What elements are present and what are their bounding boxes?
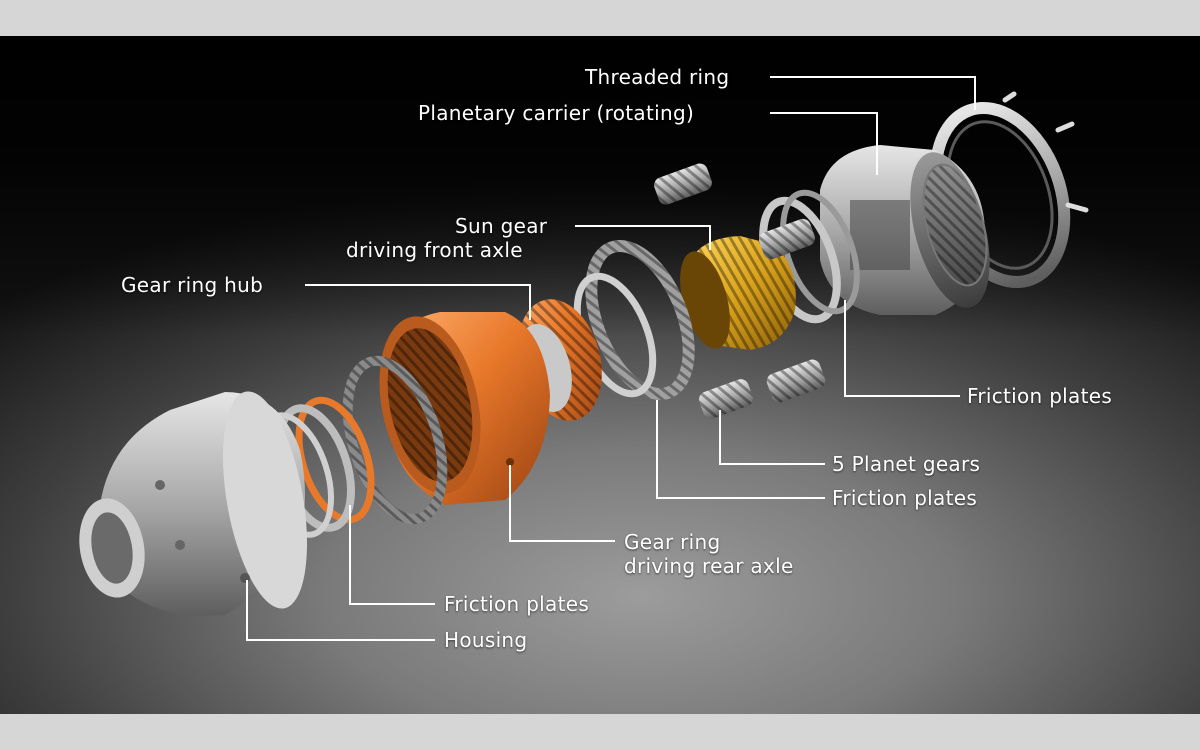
leader-friction-plates-left — [349, 505, 435, 605]
leader-planetary-carrier — [770, 112, 878, 175]
planetary-carrier — [820, 145, 990, 315]
diagram-canvas: Threaded ring Planetary carrier (rotatin… — [0, 36, 1200, 714]
leader-planet-gears — [719, 410, 825, 465]
leader-friction-plates-right — [844, 300, 960, 397]
sun-gear — [680, 236, 796, 350]
planet-gear-top — [654, 163, 712, 205]
planet-gear-bottom-right — [766, 359, 826, 403]
label-gear-ring-hub: Gear ring hub — [121, 273, 264, 297]
leader-friction-plates-middle — [656, 400, 825, 499]
exploded-parts-illustration — [79, 76, 1089, 641]
label-friction-plates-left: Friction plates — [444, 592, 590, 616]
label-housing: Housing — [444, 628, 528, 652]
label-threaded-ring: Threaded ring — [585, 65, 730, 89]
label-gear-ring: Gear ring driving rear axle — [624, 530, 794, 578]
label-friction-plates-middle: Friction plates — [832, 486, 978, 510]
friction-plates-middle-illustration — [573, 239, 695, 401]
label-planetary-carrier: Planetary carrier (rotating) — [418, 101, 695, 125]
leader-housing — [246, 580, 435, 641]
label-planet-gears: 5 Planet gears — [832, 452, 981, 476]
leader-threaded-ring — [770, 76, 976, 110]
planet-gear-mid — [759, 218, 815, 260]
label-friction-plates-right: Friction plates — [967, 384, 1113, 408]
leader-gear-ring-hub — [305, 284, 531, 320]
leader-sun-gear — [575, 225, 711, 250]
label-sun-gear: Sun gear driving front axle — [346, 214, 548, 262]
leader-gear-ring — [509, 465, 615, 542]
planet-gear-bottom-left — [699, 379, 753, 419]
gear-ring — [379, 312, 550, 505]
leader-lines — [246, 76, 976, 641]
housing — [79, 391, 308, 616]
